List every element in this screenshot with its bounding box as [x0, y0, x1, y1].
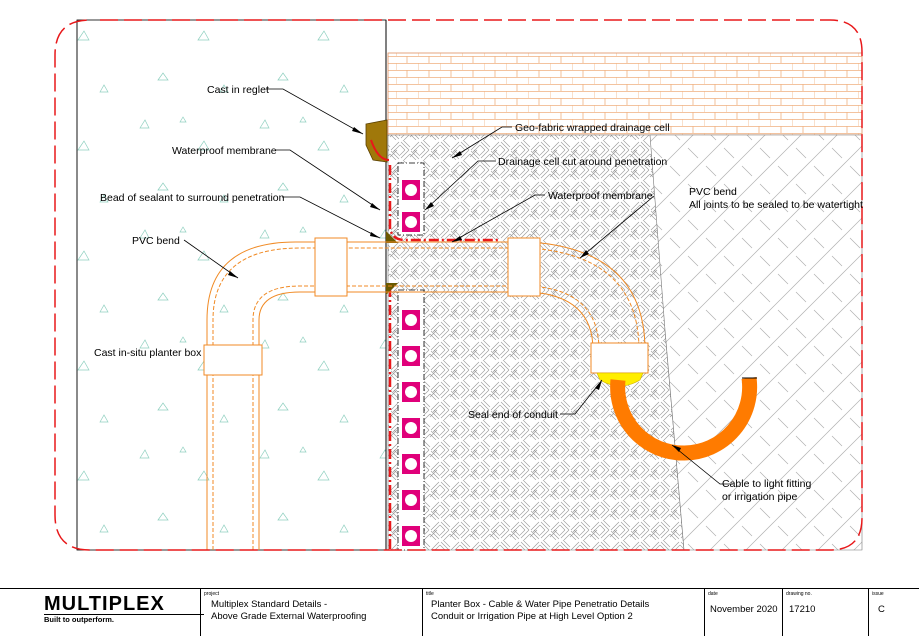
logo-underline	[44, 614, 204, 615]
project-caption: project	[204, 591, 220, 597]
paver-layer	[387, 52, 863, 136]
project-line-2: Above Grade External Waterproofing	[211, 611, 367, 622]
waterproof-membrane	[388, 165, 500, 242]
reglet	[365, 119, 388, 163]
issue-caption: issue	[872, 591, 884, 597]
company-logo: MULTIPLEX	[44, 593, 165, 615]
title-block: MULTIPLEX Built to outperform. project M…	[0, 588, 919, 636]
drainage-cell-upper	[397, 162, 425, 236]
callout-membrane-right: Waterproof membrane	[548, 190, 653, 202]
sealant-bead	[386, 231, 398, 243]
project-cell: project Multiplex Standard Details - Abo…	[200, 589, 422, 636]
date-caption: date	[708, 591, 718, 597]
drainage-cell-lower	[397, 289, 425, 551]
callout-reglet: Cast in reglet	[207, 84, 269, 96]
callout-pvc-bend-right: PVC bend	[689, 186, 737, 198]
callout-seal-end: Seal end of conduit	[468, 409, 558, 421]
detail-boundary	[54, 19, 863, 551]
date-value: November 2020	[710, 604, 778, 615]
callout-cable-1: Cable to light fitting	[722, 478, 811, 490]
callout-sealant-bead: Bead of sealant to surround penetration	[100, 192, 285, 204]
project-line-1: Multiplex Standard Details -	[211, 599, 328, 610]
company-tagline: Built to outperform.	[44, 615, 114, 624]
title-line-1: Planter Box - Cable & Water Pipe Penetra…	[431, 599, 650, 610]
title-cell: title Planter Box - Cable & Water Pipe P…	[422, 589, 704, 636]
issue-value: C	[878, 604, 885, 615]
callout-geofabric: Geo-fabric wrapped drainage cell	[515, 122, 670, 134]
cable	[610, 376, 758, 461]
title-line-2: Conduit or Irrigation Pipe at High Level…	[431, 611, 633, 622]
issue-cell: issue C	[868, 589, 919, 636]
drawing-no-value: 17210	[789, 604, 816, 615]
callout-pvc-bend-left: PVC bend	[132, 235, 180, 247]
callout-membrane-left: Waterproof membrane	[172, 145, 277, 157]
callout-drainage-cut: Drainage cell cut around penetration	[498, 156, 667, 168]
drawing-no-caption: drawing no.	[786, 591, 812, 597]
callout-planter-box: Cast in-situ planter box	[94, 347, 202, 359]
drawing-no-cell: drawing no. 17210	[782, 589, 868, 636]
detail-drawing: Cast in reglet Waterproof membrane Bead …	[54, 19, 864, 551]
title-caption: title	[426, 591, 434, 597]
date-cell: date November 2020	[704, 589, 782, 636]
callout-cable-2: or irrigation pipe	[722, 491, 797, 503]
pvc-conduit	[203, 237, 649, 550]
callout-pvc-joints: All joints to be sealed to be watertight	[689, 199, 863, 211]
